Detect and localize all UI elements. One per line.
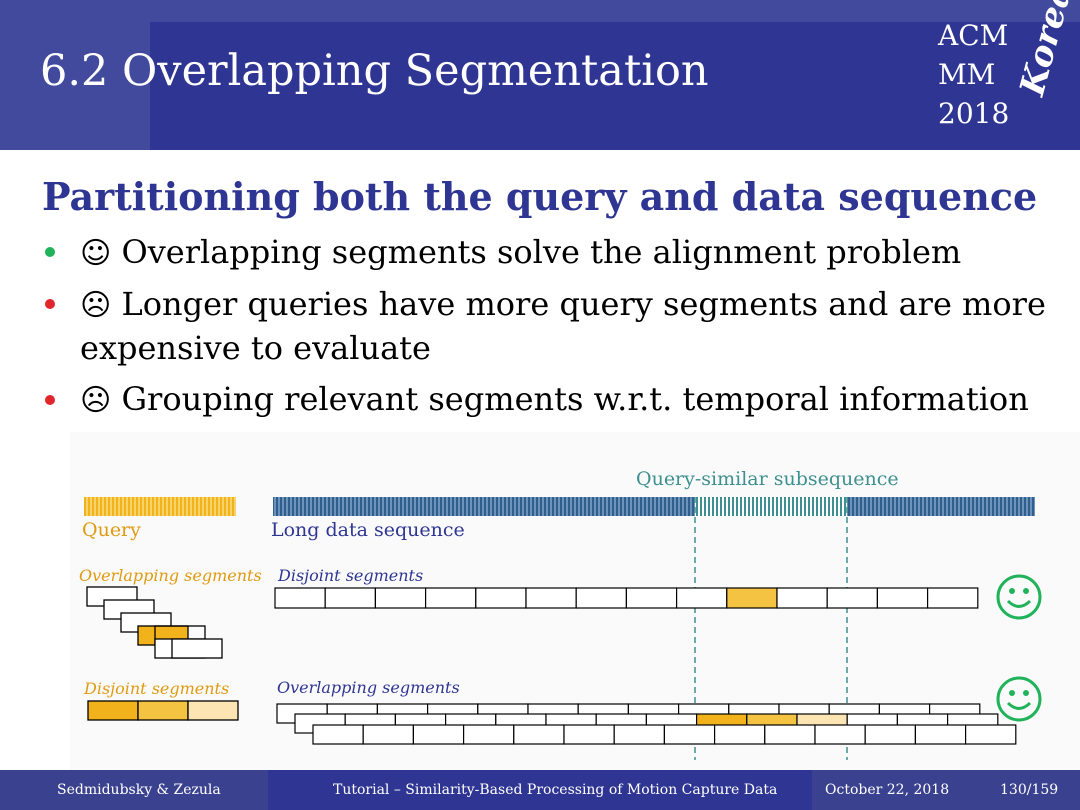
bullet-dot-green	[45, 247, 55, 257]
bullet-dot-red	[45, 395, 55, 405]
row1-right-label: Disjoint segments	[278, 566, 424, 585]
overlapping-segment	[412, 724, 465, 745]
smile-icon	[996, 676, 1042, 722]
data-disjoint-segments	[274, 587, 979, 609]
footer-authors: Sedmidubsky & Zezula	[57, 782, 221, 798]
query-bar	[84, 497, 236, 516]
disjoint-segment	[675, 587, 728, 609]
bullet-text: Grouping relevant segments w.r.t. tempor…	[121, 380, 1029, 418]
logo-line-mm: MM	[938, 58, 996, 91]
smile-icon	[996, 574, 1042, 620]
bullet-text: Longer queries have more query segments …	[121, 285, 1046, 323]
conference-logo: ACM MM 2018	[938, 16, 1009, 133]
data-sequence-bar	[273, 497, 1035, 516]
logo-line-year: 2018	[938, 97, 1010, 130]
overlapping-segment	[362, 724, 415, 745]
footer-left-panel	[0, 770, 268, 810]
overlapping-segment	[513, 724, 565, 745]
overlapping-segment	[764, 724, 816, 745]
disjoint-segment	[575, 587, 628, 609]
slide-subtitle: Partitioning both the query and data seq…	[42, 174, 1038, 219]
bullet-item-2: ☹ Longer queries have more query segment…	[80, 285, 1046, 323]
disjoint-segment	[726, 587, 778, 609]
overlapping-segment	[964, 724, 1017, 745]
disjoint-segment	[475, 587, 527, 609]
query-label: Query	[82, 519, 141, 541]
query-overlapping-segments	[86, 586, 223, 659]
data-overlapping-segments	[276, 703, 1017, 745]
query-similar-label: Query-similar subsequence	[636, 468, 899, 490]
footer-talk-title: Tutorial – Similarity-Based Processing o…	[333, 782, 778, 798]
overlapping-segment	[463, 724, 515, 745]
smile-icon: ☺	[80, 236, 112, 271]
slide-footer: Sedmidubsky & Zezula Tutorial – Similari…	[0, 770, 1080, 810]
overlapping-segment	[814, 724, 866, 745]
row2-right-label: Overlapping segments	[277, 678, 460, 697]
bullet-item-1: ☺ Overlapping segments solve the alignme…	[80, 233, 961, 271]
overlapping-segment	[613, 724, 666, 745]
disjoint-segment	[374, 587, 427, 609]
bullet-item-2-continued: expensive to evaluate	[80, 329, 431, 367]
footer-right-panel	[812, 770, 1080, 810]
disjoint-segment	[525, 587, 577, 609]
disjoint-segment	[776, 587, 828, 609]
disjoint-segment	[826, 587, 879, 609]
row2-left-label: Disjoint segments	[84, 679, 230, 698]
overlapping-segment	[663, 724, 716, 745]
slide-header: 6.2 Overlapping Segmentation ACM MM 2018…	[0, 0, 1080, 150]
bullet-text: Overlapping segments solve the alignment…	[121, 233, 962, 271]
disjoint-segment	[274, 587, 326, 609]
disjoint-segment	[425, 587, 477, 609]
slide-title: 6.2 Overlapping Segmentation	[40, 46, 709, 96]
disjoint-segment	[926, 587, 979, 609]
frown-icon: ☹	[80, 288, 112, 323]
bullet-dot-red	[45, 299, 55, 309]
query-disjoint-segments	[87, 700, 239, 721]
overlapping-segment	[563, 724, 615, 745]
disjoint-segment	[324, 587, 377, 609]
row1-left-label: Overlapping segments	[79, 566, 262, 585]
overlapping-segment	[312, 724, 364, 745]
bullet-item-3: ☹ Grouping relevant segments w.r.t. temp…	[80, 380, 1029, 418]
footer-page-number: 130/159	[1000, 782, 1059, 798]
logo-line-acm: ACM	[938, 19, 1009, 52]
overlapping-segment	[914, 724, 967, 745]
overlapping-segment	[864, 724, 917, 745]
similar-subsequence-bar	[695, 497, 847, 516]
long-data-label: Long data sequence	[271, 519, 465, 541]
header-panel	[150, 22, 1080, 150]
overlapping-segment	[713, 724, 766, 745]
disjoint-segment	[625, 587, 678, 609]
footer-date: October 22, 2018	[825, 782, 950, 798]
frown-icon: ☹	[80, 383, 112, 418]
disjoint-segment	[876, 587, 929, 609]
